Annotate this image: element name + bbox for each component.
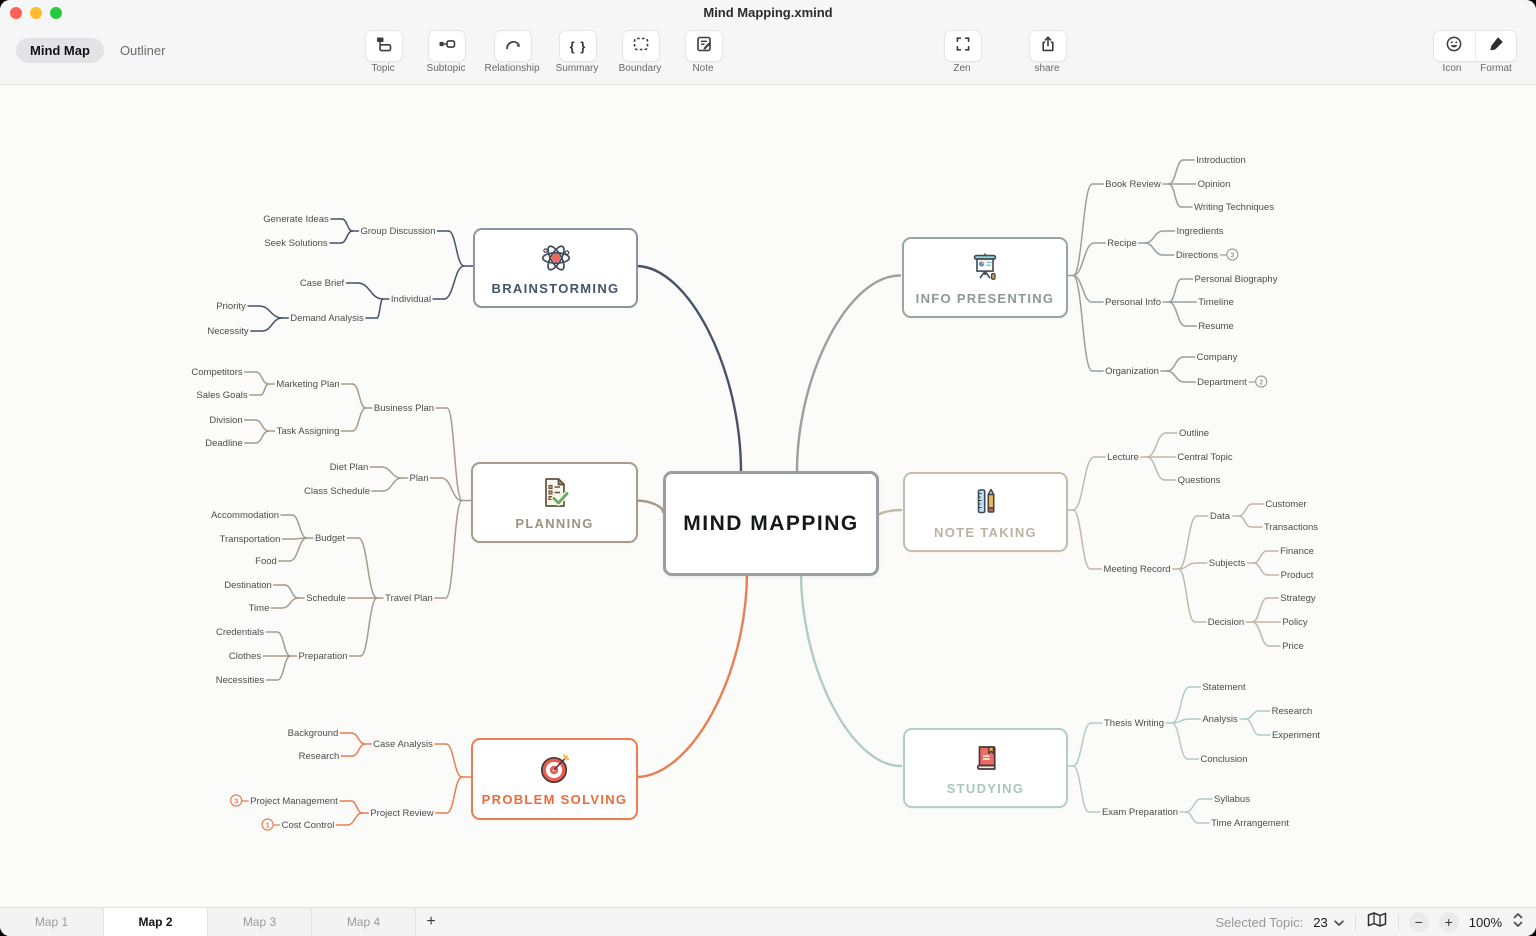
add-sheet-button[interactable]: + [426, 913, 436, 930]
summary-button[interactable]: { } [559, 30, 597, 62]
topic-info-presenting-label: INFO PRESENTING [915, 290, 1055, 306]
topic-info-presenting[interactable]: INFO PRESENTING [902, 237, 1068, 318]
icon-panel-label: Icon [1442, 63, 1462, 74]
minimize-button[interactable] [30, 7, 42, 19]
target-dart-icon [537, 751, 573, 787]
topic-brainstorming-label: BRAINSTORMING [491, 281, 620, 296]
topic-note-taking-label: NOTE TAKING [934, 525, 1037, 540]
tab-mind-map[interactable]: Mind Map [16, 38, 104, 63]
subtopic-label: Subtopic [426, 63, 466, 74]
note-label: Note [692, 63, 714, 74]
ruler-pencil-icon [968, 484, 1004, 520]
topic-studying[interactable]: STUDYING [903, 728, 1068, 808]
atom-icon [538, 240, 574, 276]
summary-label: Summary [555, 63, 599, 74]
view-switcher: Mind Map Outliner [16, 38, 165, 63]
presentation-board-icon [967, 250, 1003, 286]
topic-brainstorming[interactable]: BRAINSTORMING [473, 228, 638, 308]
zoom-button[interactable] [50, 7, 62, 19]
zoom-level: 100% [1468, 914, 1502, 930]
sheet-tab-map4[interactable]: Map 4 [312, 908, 416, 936]
titlebar: Mind Mapping.xmind [0, 0, 1536, 26]
subtopic-button[interactable] [428, 30, 466, 62]
topic-problem-solving-label: PROBLEM SOLVING [481, 792, 628, 807]
zoom-stepper[interactable] [1512, 911, 1524, 934]
note-icon [695, 35, 713, 58]
statusbar-divider-2 [1397, 914, 1399, 930]
sheet-tab-map3[interactable]: Map 3 [208, 908, 312, 936]
format-brush-icon [1487, 35, 1505, 58]
topic-studying-label: STUDYING [946, 781, 1025, 796]
checklist-icon [537, 475, 573, 511]
toolbar: Mind Mapping.xmind Mind Map Outliner Top… [0, 0, 1536, 85]
topic-planning-label: PLANNING [515, 515, 594, 531]
central-topic-label: MIND MAPPING [683, 511, 859, 535]
map-icon [1366, 911, 1388, 933]
format-panel-label: Format [1480, 63, 1512, 74]
share-icon [1039, 35, 1057, 58]
selected-topic-dropdown[interactable]: 23 [1313, 915, 1344, 930]
topic-button[interactable] [365, 30, 403, 62]
summary-braces-icon: { } [569, 38, 587, 54]
zoom-in-button[interactable]: + [1438, 912, 1459, 932]
share-label: share [1034, 63, 1060, 74]
selected-topic-count: 23 [1313, 914, 1328, 930]
chevron-up-down-icon [1512, 911, 1524, 934]
smiley-icon [1445, 35, 1463, 58]
statusbar: Map 1 Map 2 Map 3 Map 4 + Selected Topic… [0, 907, 1536, 936]
central-topic[interactable]: MIND MAPPING [663, 471, 879, 576]
book-icon [968, 740, 1004, 776]
boundary-button[interactable] [622, 30, 660, 62]
boundary-dashed-icon [632, 35, 650, 58]
overview-map-button[interactable] [1366, 911, 1388, 933]
subtopic-icon [438, 35, 456, 58]
relationship-icon [504, 35, 522, 58]
relationship-button[interactable] [494, 30, 532, 62]
share-button[interactable] [1029, 30, 1067, 62]
statusbar-divider [1354, 914, 1356, 930]
note-button[interactable] [685, 30, 723, 62]
panel-tools [1433, 30, 1517, 62]
topic-icon [375, 35, 393, 58]
sheet-tab-map1[interactable]: Map 1 [0, 908, 104, 936]
chevron-down-icon [1333, 915, 1345, 930]
topic-planning[interactable]: PLANNING [471, 462, 638, 543]
zoom-out-button[interactable]: − [1408, 912, 1429, 932]
tab-outliner[interactable]: Outliner [119, 43, 166, 58]
relationship-label: Relationship [484, 63, 540, 74]
icon-panel-button[interactable] [1434, 31, 1475, 61]
window-title: Mind Mapping.xmind [703, 5, 833, 20]
topic-label: Topic [371, 63, 395, 74]
close-button[interactable] [10, 7, 22, 19]
sheet-tab-map2[interactable]: Map 2 [104, 908, 208, 936]
boundary-label: Boundary [618, 63, 662, 74]
zen-button[interactable] [944, 30, 982, 62]
topic-problem-solving[interactable]: PROBLEM SOLVING [471, 738, 638, 820]
topic-note-taking[interactable]: NOTE TAKING [903, 472, 1068, 552]
selected-topic-label: Selected Topic: [1215, 914, 1304, 930]
zen-fullscreen-icon [954, 35, 972, 58]
format-panel-button[interactable] [1474, 31, 1517, 61]
zen-label: Zen [953, 63, 971, 74]
